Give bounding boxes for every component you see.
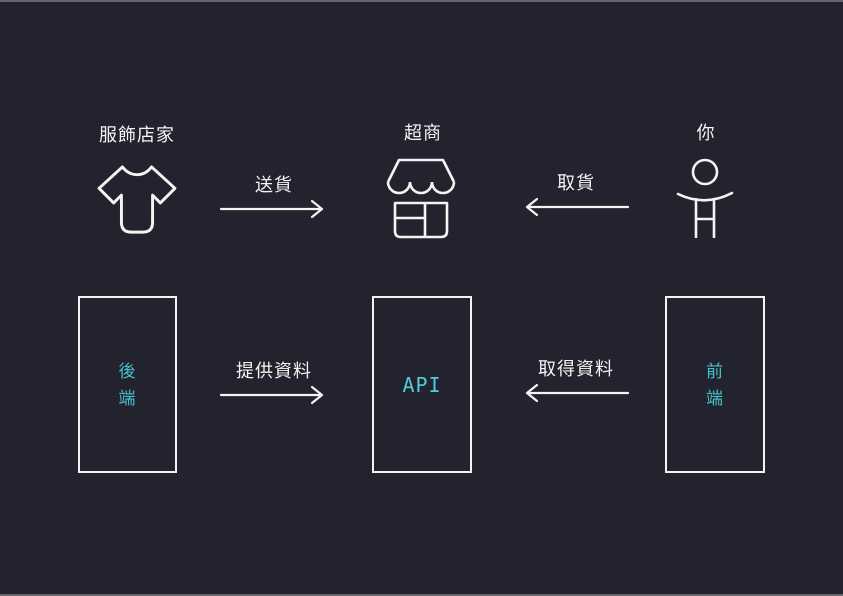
get-data-arrow: 取得資料: [521, 358, 631, 408]
frontend-box: 前 端: [665, 296, 765, 473]
arrow-left-icon: [525, 197, 630, 217]
pickup-arrow: 取貨: [521, 172, 631, 222]
arrow-right-icon: [219, 199, 324, 219]
screen-edge-top: [0, 0, 843, 2]
storefront-icon: [386, 158, 456, 239]
deliver-arrow: 送貨: [218, 174, 330, 224]
frontend-label: 前 端: [706, 361, 724, 408]
tshirt-icon: [97, 165, 177, 234]
api-box: API: [372, 296, 472, 473]
api-label: API: [402, 372, 442, 397]
clothing-store-label: 服飾店家: [99, 125, 175, 145]
backend-box: 後 端: [78, 296, 177, 473]
screen-edge-bottom: [0, 594, 843, 596]
backend-label: 後 端: [118, 361, 137, 408]
you-label: 你: [696, 123, 716, 143]
deliver-arrow-label: 送貨: [255, 175, 293, 195]
provide-data-arrow: 提供資料: [218, 360, 330, 410]
provide-data-arrow-label: 提供資料: [236, 361, 312, 381]
pickup-arrow-label: 取貨: [557, 173, 595, 193]
person-icon: [676, 158, 734, 238]
arrow-left-icon: [525, 383, 630, 403]
arrow-right-icon: [219, 385, 324, 405]
get-data-arrow-label: 取得資料: [538, 359, 614, 379]
convenience-store-label: 超商: [404, 123, 442, 143]
